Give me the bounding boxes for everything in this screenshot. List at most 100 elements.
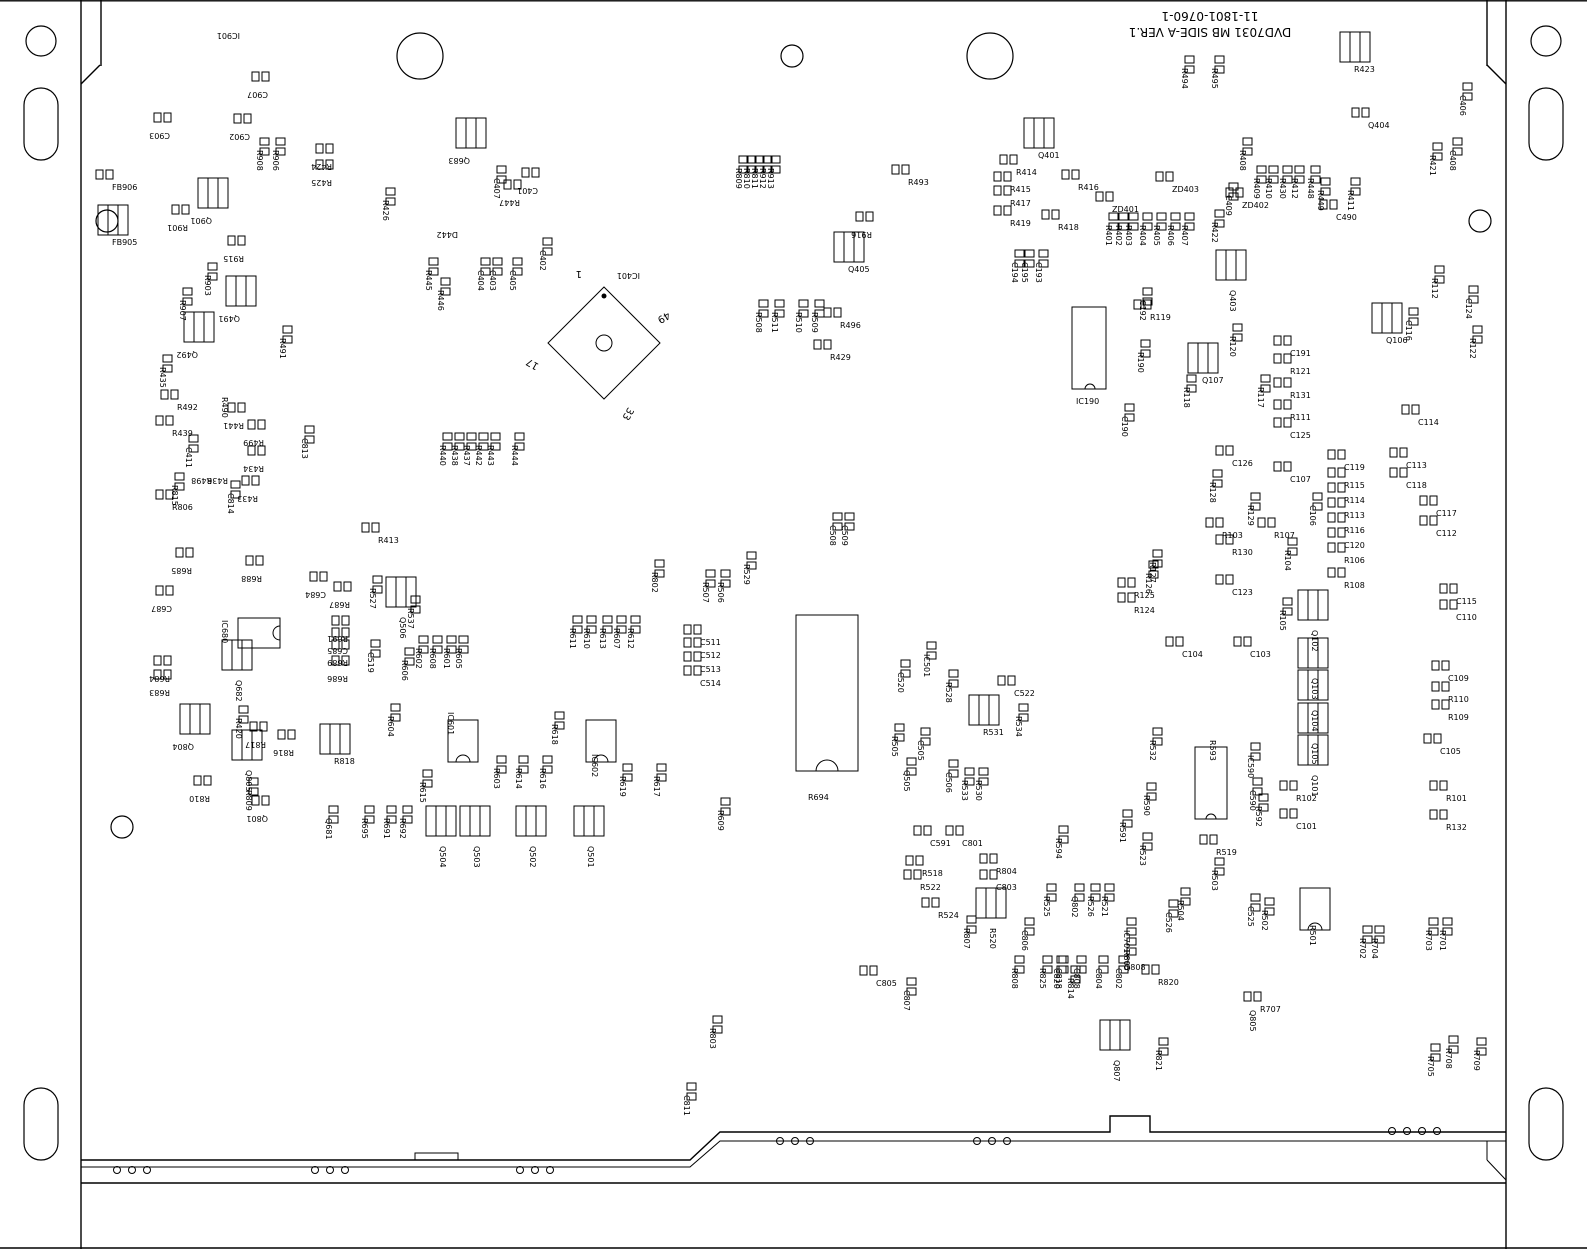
- component-pad: [900, 659, 911, 668]
- component-pad: [683, 651, 692, 662]
- component-pad: [1429, 515, 1438, 526]
- component-pad: [966, 915, 977, 924]
- component-pad: [1279, 780, 1288, 791]
- component-pad: [720, 579, 731, 588]
- component-pad: [1142, 297, 1153, 306]
- component-ref-label: R434: [243, 464, 264, 473]
- component-ref-label: R115: [1344, 481, 1365, 490]
- component-pad: [331, 615, 340, 626]
- component-pad: [328, 815, 339, 824]
- component-pad: [1122, 809, 1133, 818]
- component-ref-label: C505: [916, 740, 925, 761]
- component-pad: [921, 897, 930, 908]
- component-pad: [1428, 917, 1439, 926]
- component-pad: [1152, 549, 1163, 558]
- component-ref-label: C190: [1120, 416, 1129, 437]
- component-pad: [404, 647, 415, 656]
- component-pad: [174, 472, 185, 481]
- component-ref-label: C411: [184, 447, 193, 468]
- component-ref-label: Q405: [848, 265, 870, 274]
- component-pad: [1337, 449, 1346, 460]
- component-pad: [948, 759, 959, 768]
- component-pad: [906, 757, 917, 766]
- component-pad: [1180, 897, 1191, 906]
- component-ref-label: R614: [514, 768, 523, 789]
- component-pad: [693, 624, 702, 635]
- main-ics: [237, 286, 1331, 931]
- component-pad: [518, 765, 529, 774]
- component-ref-label: R906: [271, 150, 280, 171]
- component-pad: [446, 635, 457, 644]
- component-ref-label: R440: [438, 445, 447, 466]
- component-ref-label: R688: [241, 574, 262, 583]
- component-ref-label: C126: [1232, 459, 1253, 468]
- component-pad: [683, 637, 692, 648]
- component-pad: [1468, 295, 1479, 304]
- component-ref-label: R129: [1246, 505, 1255, 526]
- component-pad: [259, 137, 270, 146]
- component-ref-label: R121: [1290, 367, 1311, 376]
- component-ref-label: R118: [1182, 387, 1191, 408]
- component-ref-label: Q492: [176, 350, 198, 359]
- component-ref-label: R915: [223, 254, 244, 263]
- component-pad: [1337, 542, 1346, 553]
- component-pad: [1267, 517, 1276, 528]
- component-pad: [1142, 287, 1153, 296]
- component-ref-label: C907: [247, 90, 268, 99]
- component-pad: [1258, 803, 1269, 812]
- vias: [113, 1127, 1441, 1174]
- component-pad: [1105, 191, 1114, 202]
- component-pad: [1205, 517, 1214, 528]
- component-pad: [1024, 917, 1035, 926]
- transistor-footprint: [515, 805, 547, 837]
- component-ref-label: R511: [770, 312, 779, 333]
- component-pad: [1374, 935, 1385, 944]
- component-ref-label: R523: [1138, 845, 1147, 866]
- component-pad: [1104, 883, 1115, 892]
- component-pad: [1257, 517, 1266, 528]
- component-ref-label: R124: [1134, 606, 1155, 615]
- component-pad: [1014, 249, 1025, 258]
- component-pad: [1439, 599, 1448, 610]
- component-pad: [309, 571, 318, 582]
- component-ref-label: R684: [149, 674, 170, 683]
- component-ref-label: R818: [334, 757, 355, 766]
- component-ref-label: R408: [1238, 150, 1247, 171]
- component-pad: [1399, 467, 1408, 478]
- component-ref-label: R908: [255, 150, 264, 171]
- component-pad: [770, 165, 781, 174]
- component-pad: [964, 777, 975, 786]
- component-pad: [948, 679, 959, 688]
- component-ref-label: FB905: [112, 238, 137, 247]
- component-pad: [275, 147, 286, 156]
- component-pad: [514, 432, 525, 441]
- component-ref-label: C512: [700, 651, 721, 660]
- component-pad: [1156, 212, 1167, 221]
- component-ref-label: Q805: [244, 770, 253, 792]
- component-pad: [926, 641, 937, 650]
- component-ref-label: C403: [488, 270, 497, 291]
- component-pad: [1389, 447, 1398, 458]
- component-pad: [1312, 492, 1323, 501]
- component-pad: [1184, 65, 1195, 74]
- component-ref-label: C117: [1436, 509, 1457, 518]
- component-pad: [832, 512, 843, 521]
- component-pad: [920, 727, 931, 736]
- component-ref-label: R113: [1344, 511, 1365, 520]
- component-pad: [1148, 570, 1159, 579]
- component-pad: [1432, 152, 1443, 161]
- component-pad: [1327, 567, 1336, 578]
- component-ref-label: R435: [158, 367, 167, 388]
- component-pad: [1038, 259, 1049, 268]
- component-pad: [492, 257, 503, 266]
- component-pad: [440, 277, 451, 286]
- component-pad: [1038, 249, 1049, 258]
- component-pad: [1350, 177, 1361, 186]
- component-pad: [1283, 353, 1292, 364]
- component-ref-label: R610: [582, 628, 591, 649]
- component-ref-label: R420: [234, 718, 243, 739]
- component-pad: [207, 272, 218, 281]
- component-pad: [1442, 927, 1453, 936]
- component-ref-label: ZD401: [1112, 205, 1139, 214]
